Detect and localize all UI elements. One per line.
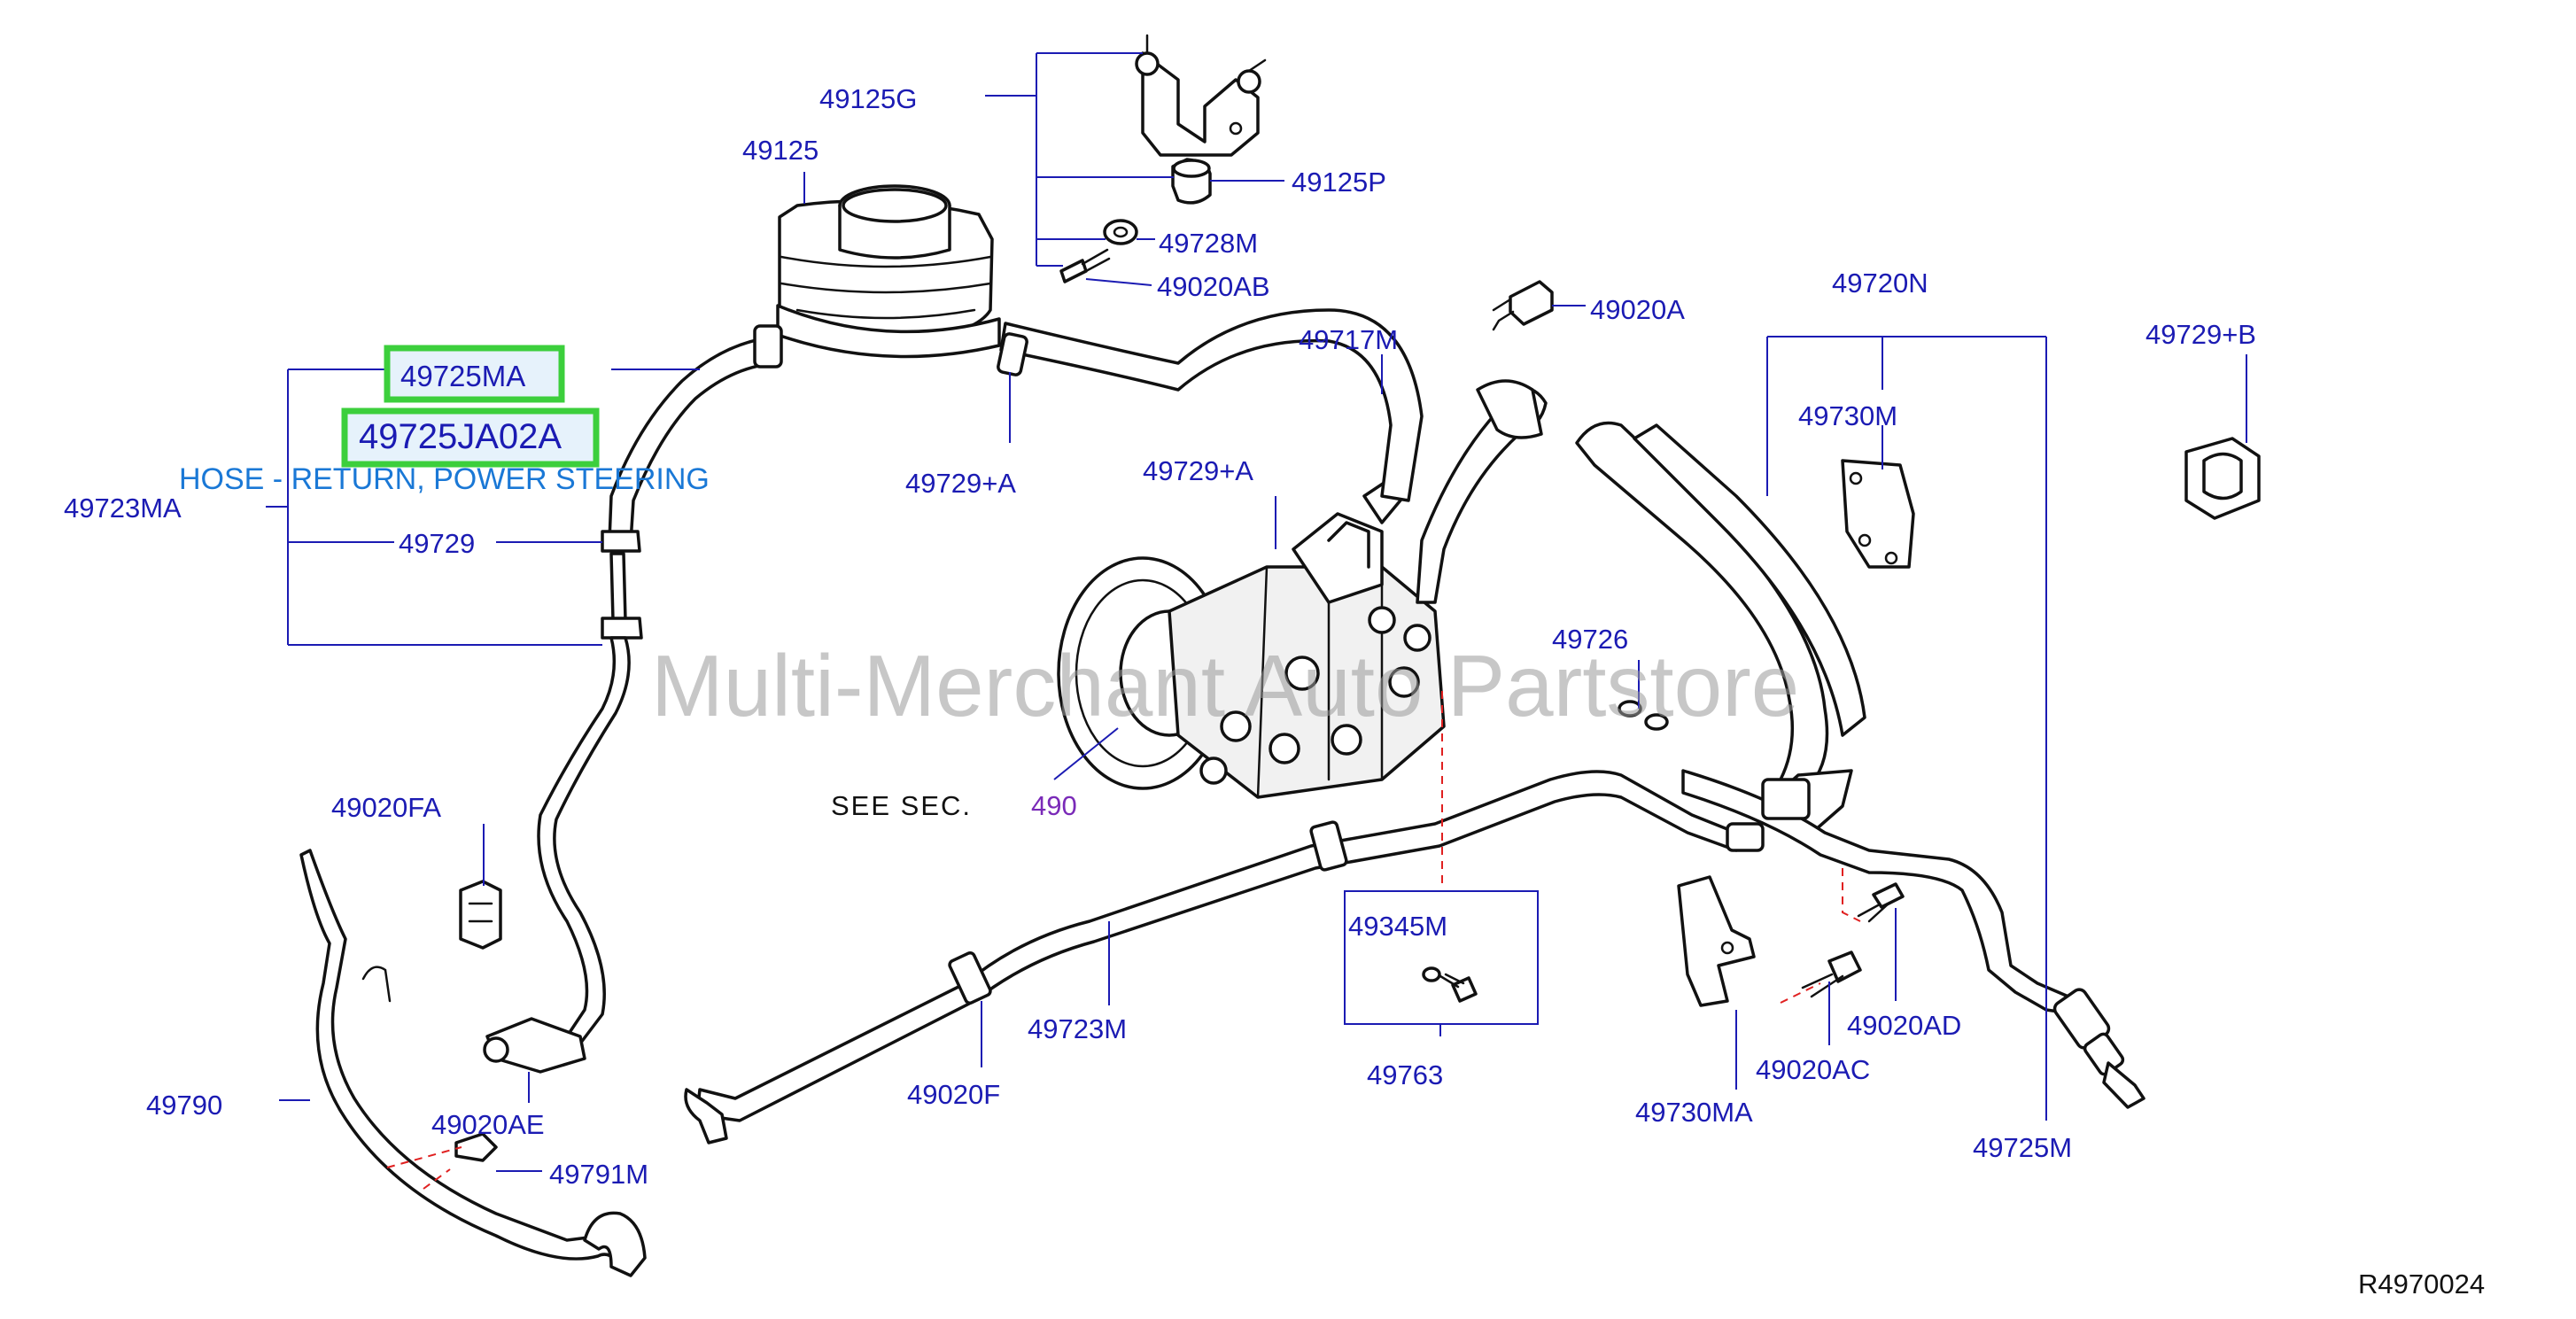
bracket-49125g-drawing [1135,34,1267,157]
clip-49020fa-drawing [459,880,502,950]
label-49125[interactable]: 49125 [742,135,819,166]
label-49020fa[interactable]: 49020FA [331,792,441,823]
grommet-49729b-drawing [2184,437,2261,520]
label-49020a[interactable]: 49020A [1590,294,1685,325]
label-49723ma[interactable]: 49723MA [64,493,182,524]
label-49125p[interactable]: 49125P [1292,167,1386,198]
label-49729a-top[interactable]: 49729+A [905,468,1016,499]
label-49729b[interactable]: 49729+B [2145,319,2256,350]
diagram-code: R4970024 [2358,1269,2485,1300]
label-49726[interactable]: 49726 [1552,624,1628,655]
bracket-49730ma-drawing [1677,875,1756,1007]
bolt-49020ad-drawing [1857,882,1905,923]
bolt-49020ac-drawing [1801,950,1862,998]
dashed-guides [386,691,1861,1190]
label-49717m[interactable]: 49717M [1299,324,1398,355]
label-49720n[interactable]: 49720N [1832,268,1928,299]
hose-49717m-drawing [997,308,1424,502]
washers-49726-drawing [1618,700,1669,731]
bolt-49020ab-drawing [1059,248,1111,283]
bolt-49020a-drawing [1492,280,1554,331]
highlight-box-49725ma [384,345,565,403]
highlight-box-49725ja02a [341,407,600,468]
label-49345m[interactable]: 49345M [1348,911,1447,942]
label-49020ad[interactable]: 49020AD [1847,1010,1961,1041]
label-49125g[interactable]: 49125G [819,83,917,114]
hose-49723ma-drawing [537,324,783,1045]
hose-49720n-drawing [1575,421,1866,839]
label-49730ma[interactable]: 49730MA [1635,1097,1753,1128]
see-section-text: SEE SEC. [831,790,972,821]
reservoir-drawing [776,184,1001,359]
label-49790[interactable]: 49790 [146,1090,222,1121]
label-49020ae[interactable]: 49020AE [431,1109,545,1140]
label-49020ab[interactable]: 49020AB [1157,271,1270,302]
label-49723m[interactable]: 49723M [1028,1013,1127,1044]
label-49729a-mid[interactable]: 49729+A [1143,455,1253,486]
label-49020f[interactable]: 49020F [907,1079,1000,1110]
label-49729[interactable]: 49729 [399,528,475,559]
label-49730m[interactable]: 49730M [1798,400,1897,431]
part-description: HOSE - RETURN, POWER STEERING [179,462,710,496]
watermark: Multi-Merchant Auto Partstore [651,637,1799,734]
bracket-49020ae-drawing [483,1017,586,1074]
label-49725m[interactable]: 49725M [1973,1132,2072,1163]
tube-49725m-drawing [1681,769,2145,1109]
power-steering-pump-drawing [1057,477,1446,799]
clip-49791m-drawing [454,1132,498,1162]
see-section-number[interactable]: 490 [1031,790,1077,821]
cooler-tube-49790-drawing [299,849,647,1277]
label-49725ja02a[interactable]: 49725JA02A [359,417,562,456]
bracket-49730m-drawing [1841,459,1915,569]
label-49020ac[interactable]: 49020AC [1756,1054,1870,1085]
leader-lines [266,52,2247,1172]
label-49728m[interactable]: 49728M [1159,228,1258,259]
hose-pump-inlet-drawing [1416,379,1548,604]
label-49791m[interactable]: 49791M [549,1159,648,1190]
label-49763[interactable]: 49763 [1367,1059,1443,1090]
grommet-49125p-drawing [1171,158,1212,205]
label-49725ma[interactable]: 49725MA [400,360,525,392]
pressure-tube-49723m-drawing [684,770,1738,1144]
washer-49728m-drawing [1103,219,1138,245]
